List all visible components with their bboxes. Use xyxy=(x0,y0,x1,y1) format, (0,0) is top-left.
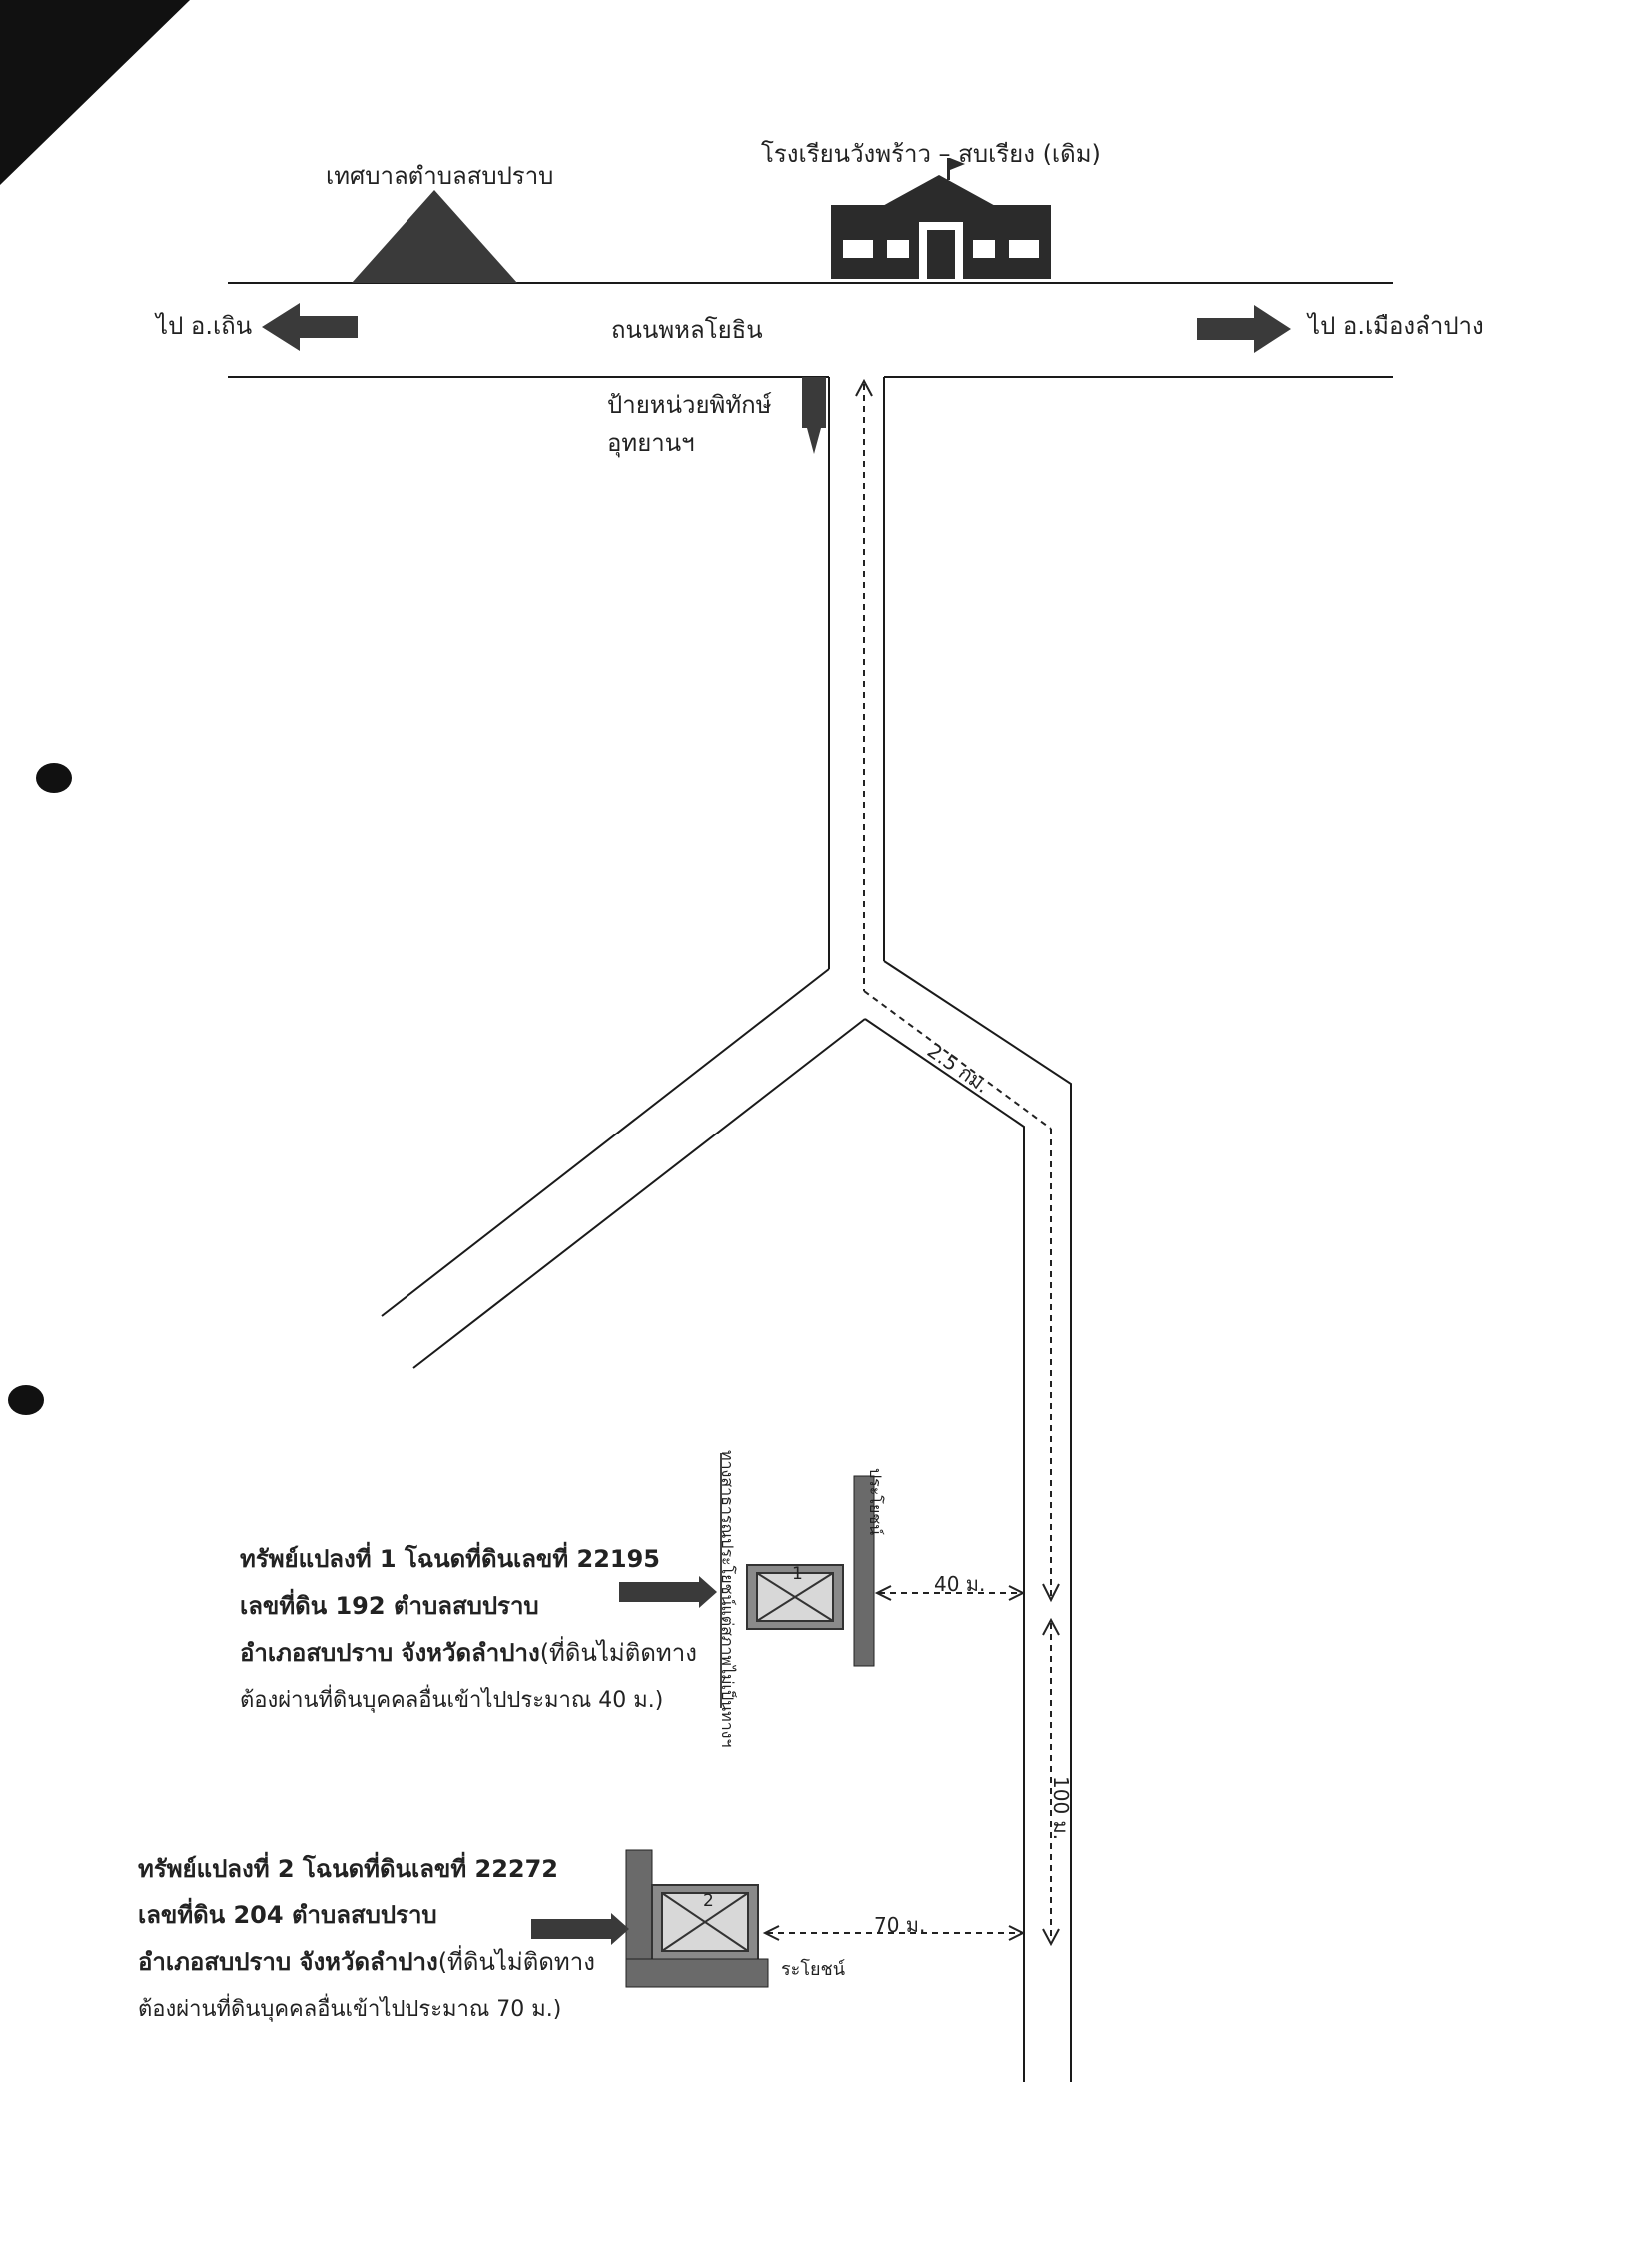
parcel1-public-land-strip xyxy=(853,1475,875,1667)
punch-hole-bottom xyxy=(8,1385,44,1415)
to-left-label: ไป อ.เถิน xyxy=(156,312,253,340)
route-arrowhead-top xyxy=(855,378,873,397)
parcel2-line3: อำเภอสบปราบ จังหวัดลำปาง xyxy=(138,1948,438,1976)
parcel1-side-label: ทางสาธารณประโยชน์แต่สภาพไม่เป็นทางฯ xyxy=(718,1450,737,1748)
route-40m-arrowhead-right xyxy=(1008,1585,1026,1601)
route-70m-arrowhead-right xyxy=(1008,1925,1026,1941)
park-sign-label-line1: ป้ายหน่วยพิทักษ์ xyxy=(607,391,772,419)
side-road-right-bend xyxy=(883,960,1072,2082)
municipality-label: เทศบาลตำบลสบปราบ xyxy=(326,162,554,190)
parcel1-right-label: ประโยชน์ xyxy=(866,1468,885,1536)
parcel2-bottom-label: ระโยชน์ xyxy=(781,1959,846,1980)
distance-100m-label: 100 ม. xyxy=(1049,1776,1073,1841)
distance-70m-label: 70 ม. xyxy=(874,1913,926,1937)
punch-hole-top xyxy=(36,763,72,793)
branch-road-lower xyxy=(412,1018,866,1369)
parcel1-line3: อำเภอสบปราบ จังหวัดลำปาง xyxy=(240,1639,540,1667)
parcel1-line1: ทรัพย์แปลงที่ 1 โฉนดที่ดินเลขที่ 22195 xyxy=(240,1545,660,1573)
park-sign-label-line2: อุทยานฯ xyxy=(607,429,695,457)
parcel1-number: 1 xyxy=(792,1564,803,1584)
parcel1-line2: เลขที่ดิน 192 ตำบลสบปราบ xyxy=(240,1592,539,1620)
parcel1-line3-note: (ที่ดินไม่ติดทาง xyxy=(539,1639,697,1667)
parcel2-plot xyxy=(651,1884,759,1961)
park-sign-icon xyxy=(802,377,826,428)
parcel2-line2: เลขที่ดิน 204 ตำบลสบปราบ xyxy=(138,1901,437,1929)
side-road-left-bend xyxy=(864,1018,1025,2082)
parcel2-description: ทรัพย์แปลงที่ 2 โฉนดที่ดินเลขที่ 22272 เ… xyxy=(138,1846,595,2033)
route-40m-arrowhead-left xyxy=(874,1585,892,1601)
route-70m-arrowhead-left xyxy=(762,1925,780,1941)
parcel1-pointer-arrow-icon xyxy=(619,1576,717,1608)
parcel1-line4: ต้องผ่านที่ดินบุคคลอื่นเข้าไปประมาณ 40 ม… xyxy=(240,1688,664,1713)
parcel1-plot xyxy=(746,1564,844,1630)
right-arrow-icon xyxy=(1197,305,1291,353)
route-100m-arrowhead-top xyxy=(1042,1617,1060,1636)
left-arrow-icon xyxy=(262,303,358,351)
parcel2-number: 2 xyxy=(703,1891,714,1911)
park-sign-arrow-icon xyxy=(807,428,821,454)
parcel1-description: ทรัพย์แปลงที่ 1 โฉนดที่ดินเลขที่ 22195 เ… xyxy=(240,1536,697,1724)
parcel2-public-land-strip-bottom xyxy=(625,1958,769,1988)
school-building-icon xyxy=(831,158,1051,279)
distance-40m-label: 40 ม. xyxy=(934,1572,986,1596)
route-arrowhead-bottom xyxy=(1042,1583,1060,1603)
municipality-triangle-icon xyxy=(352,190,517,283)
parcel2-line4: ต้องผ่านที่ดินบุคคลอื่นเข้าไปประมาณ 70 ม… xyxy=(138,1997,562,2022)
to-right-label: ไป อ.เมืองลำปาง xyxy=(1308,312,1484,340)
school-label: โรงเรียนวังพร้าว – สบเรียง (เดิม) xyxy=(761,140,1101,168)
parcel2-pointer-arrow-icon xyxy=(531,1913,629,1945)
branch-road-upper xyxy=(381,968,830,1317)
parcel2-line3-note: (ที่ดินไม่ติดทาง xyxy=(437,1948,595,1976)
road-name-label: ถนนพหลโยธิน xyxy=(611,316,763,344)
scan-corner-shadow xyxy=(0,0,190,185)
route-2-5km xyxy=(863,384,1052,1596)
parcel2-line1: ทรัพย์แปลงที่ 2 โฉนดที่ดินเลขที่ 22272 xyxy=(138,1855,558,1883)
route-100m-arrowhead-bottom xyxy=(1042,1928,1060,1947)
